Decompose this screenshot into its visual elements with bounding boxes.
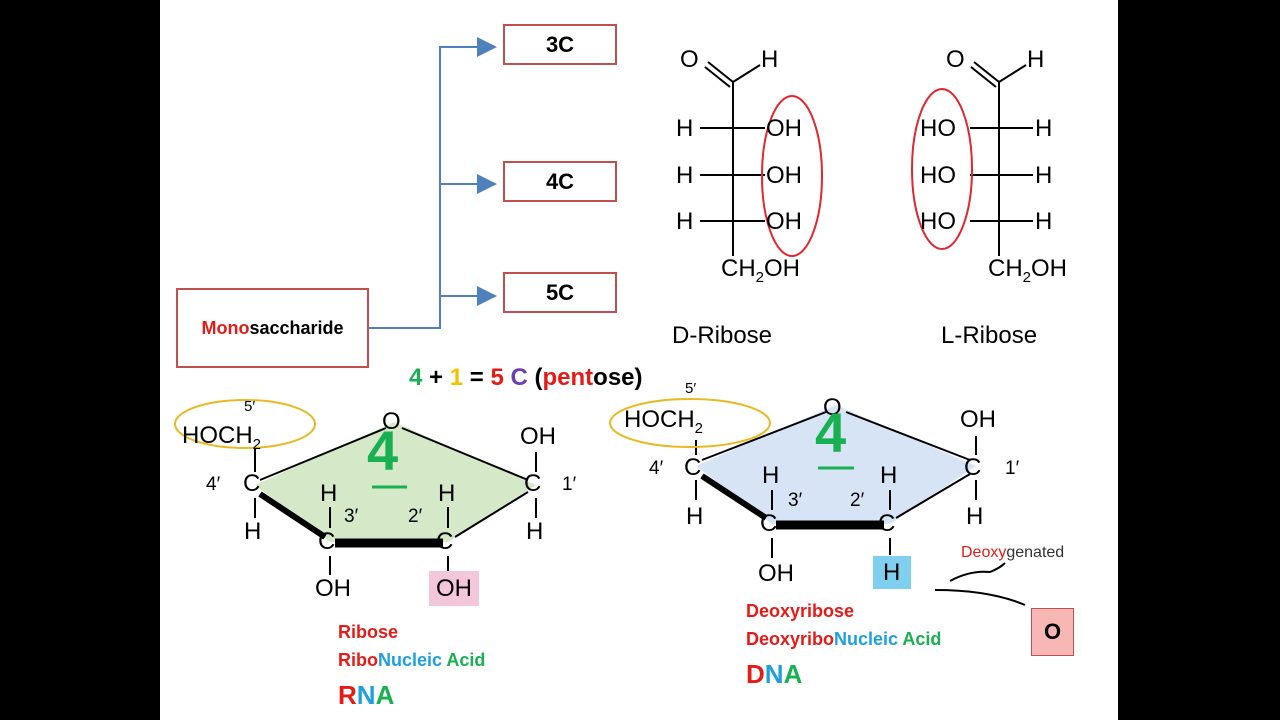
- ribose-c1-oh: OH: [520, 423, 556, 450]
- branch-box-5c: 5C: [503, 272, 617, 313]
- ribose-name: Ribose: [338, 622, 399, 642]
- deoxy-ring-oxygen: O: [823, 394, 842, 421]
- diagram-lines: [174, 37, 1033, 606]
- ribose-c3-h: H: [320, 480, 338, 507]
- deoxy-label-4p: 4′: [649, 458, 664, 479]
- deoxy-c2-h-down: H: [883, 559, 901, 586]
- ribose-label-4p: 4′: [206, 474, 221, 495]
- branch-label-5c: 5C: [545, 279, 575, 305]
- d-ribose-label: D-Ribose: [672, 322, 773, 349]
- deoxy-ring-count: 4: [815, 401, 847, 464]
- deoxy-label-5p: 5′: [685, 380, 697, 397]
- d-ribose-row3-left: H: [676, 208, 694, 235]
- deoxyribose-ring: [609, 398, 1026, 606]
- deoxy-c3-h: H: [762, 462, 780, 489]
- ribose-c3-oh: OH: [315, 575, 351, 602]
- pentose-equation: 4 + 1 = 5 C (pentose): [409, 364, 643, 391]
- removed-oxygen-box: O: [1031, 608, 1074, 656]
- d-ribose-bonds: [700, 61, 765, 256]
- branch-label-3c: 3C: [545, 31, 575, 57]
- deoxy-c2-h: H: [880, 462, 898, 489]
- monosaccharide-suffix: saccharide: [249, 317, 344, 338]
- deoxy-label-2p: 2′: [850, 490, 865, 511]
- deoxy-c3-oh: OH: [758, 560, 794, 587]
- d-ribose-row2-left: H: [676, 162, 694, 189]
- l-ribose-row3-left: HO: [920, 208, 956, 235]
- deoxy-label-1p: 1′: [1005, 458, 1020, 479]
- ribonucleic-acid: RiboNucleic Acid: [338, 650, 486, 670]
- ribose-c2: C: [436, 528, 454, 555]
- deoxy-c1-h: H: [966, 503, 984, 530]
- classification-arrows: [369, 37, 497, 329]
- l-ribose-row2-right: H: [1035, 162, 1053, 189]
- ribose-c2-h: H: [438, 480, 456, 507]
- branch-box-3c: 3C: [503, 24, 617, 65]
- deoxy-hoch2: HOCH2: [624, 406, 704, 437]
- l-ribose-aldehyde-h: H: [1027, 46, 1045, 73]
- ribose-label-2p: 2′: [408, 506, 423, 527]
- branch-box-4c: 4C: [503, 161, 617, 202]
- deoxy-label-3p: 3′: [788, 490, 803, 511]
- l-ribose-ch2oh: CH2OH: [988, 255, 1068, 286]
- ribose-c1-h: H: [526, 518, 544, 545]
- deoxy-c3: C: [760, 510, 778, 537]
- ribose-ring-oxygen: O: [382, 408, 401, 435]
- d-ribose-row3-right: OH: [766, 208, 802, 235]
- d-ribose-oh-ellipse: [761, 95, 823, 257]
- l-ribose-row3-right: H: [1035, 208, 1053, 235]
- ribose-label-3p: 3′: [344, 506, 359, 527]
- deoxyribose-name: Deoxyribose: [746, 601, 855, 621]
- d-ribose-row1-left: H: [676, 115, 694, 142]
- ribose-c1: C: [524, 470, 542, 497]
- d-ribose-row1-right: OH: [766, 115, 802, 142]
- l-ribose-bonds: [970, 61, 1033, 256]
- d-ribose-row2-right: OH: [766, 162, 802, 189]
- l-ribose-row1-right: H: [1035, 115, 1053, 142]
- ribose-hoch2: HOCH2: [182, 422, 262, 453]
- d-ribose-ch2oh: CH2OH: [721, 255, 801, 286]
- d-ribose-aldehyde-o: O: [680, 46, 699, 73]
- l-ribose-row2-left: HO: [920, 162, 956, 189]
- ribose-label-1p: 1′: [562, 474, 577, 495]
- ribose-c2-oh: OH: [436, 575, 472, 602]
- monosaccharide-prefix: Mono: [201, 317, 250, 338]
- d-ribose-aldehyde-h: H: [761, 46, 779, 73]
- ribose-ring: [174, 399, 537, 606]
- dna-abbreviation: DNA: [746, 659, 803, 689]
- branch-label-4c: 4C: [545, 168, 575, 194]
- ribose-ring-count: 4: [367, 419, 399, 482]
- l-ribose-aldehyde-o: O: [946, 46, 965, 73]
- deoxy-c1-oh: OH: [960, 406, 996, 433]
- ribose-c4-h: H: [244, 518, 262, 545]
- deoxy-c2: C: [878, 510, 896, 537]
- deoxyribonucleic-acid: DeoxyriboNucleic Acid: [746, 629, 942, 649]
- deoxy-c1: C: [964, 454, 982, 481]
- l-ribose-row1-left: HO: [920, 115, 956, 142]
- deoxy-c4-h: H: [686, 503, 704, 530]
- rna-abbreviation: RNA: [338, 680, 395, 710]
- deoxy-c4: C: [684, 454, 702, 481]
- ribose-c4: C: [243, 470, 261, 497]
- l-ribose-label: L-Ribose: [941, 322, 1038, 349]
- ribose-label-5p: 5′: [244, 398, 256, 415]
- deoxygenated-label: Deoxygenated: [961, 544, 1065, 561]
- l-ribose-ho-ellipse: [911, 88, 973, 250]
- ribose-c3: C: [318, 528, 336, 555]
